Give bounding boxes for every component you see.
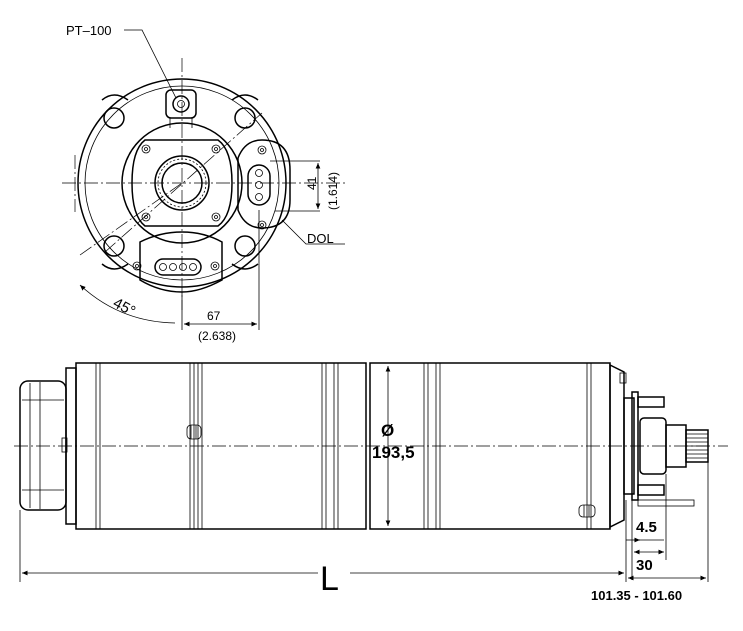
dim30-label: 30 xyxy=(636,557,653,574)
screw-holes xyxy=(132,144,267,271)
dim4_5-label: 4.5 xyxy=(636,519,657,536)
right-flange xyxy=(609,363,625,529)
pt100-leader xyxy=(124,29,177,99)
pt100-sensor xyxy=(165,89,197,128)
dol-leader xyxy=(281,219,345,245)
bottom-connector xyxy=(139,231,223,293)
angle-ref-line xyxy=(79,182,183,256)
stud-bottom xyxy=(637,484,665,496)
dim41-label: 41 xyxy=(305,176,319,190)
dol-label: DOL xyxy=(307,231,334,246)
stud-top xyxy=(637,396,665,408)
diameter-value: 193,5 xyxy=(372,443,415,462)
length-label: L xyxy=(320,560,339,598)
dol-connector xyxy=(237,139,291,229)
dim41-inch-label: (1.614) xyxy=(326,172,340,210)
diagonal-centerline xyxy=(104,112,263,253)
side-view: Ø 193,5 4.5 30 101.35 - 101.60 L xyxy=(14,362,728,603)
dim67-inch-label: (2.638) xyxy=(198,329,236,343)
angle-arc xyxy=(79,284,176,324)
flange-plate xyxy=(131,139,233,227)
shaft-range-label: 101.35 - 101.60 xyxy=(591,588,682,603)
diameter-symbol: Ø xyxy=(381,421,394,440)
dim67-label: 67 xyxy=(207,309,221,323)
pt100-label: PT–100 xyxy=(66,23,112,38)
end-view: PT–100 41 (1.614) DOL 45° 67 (2.638) xyxy=(62,23,345,343)
